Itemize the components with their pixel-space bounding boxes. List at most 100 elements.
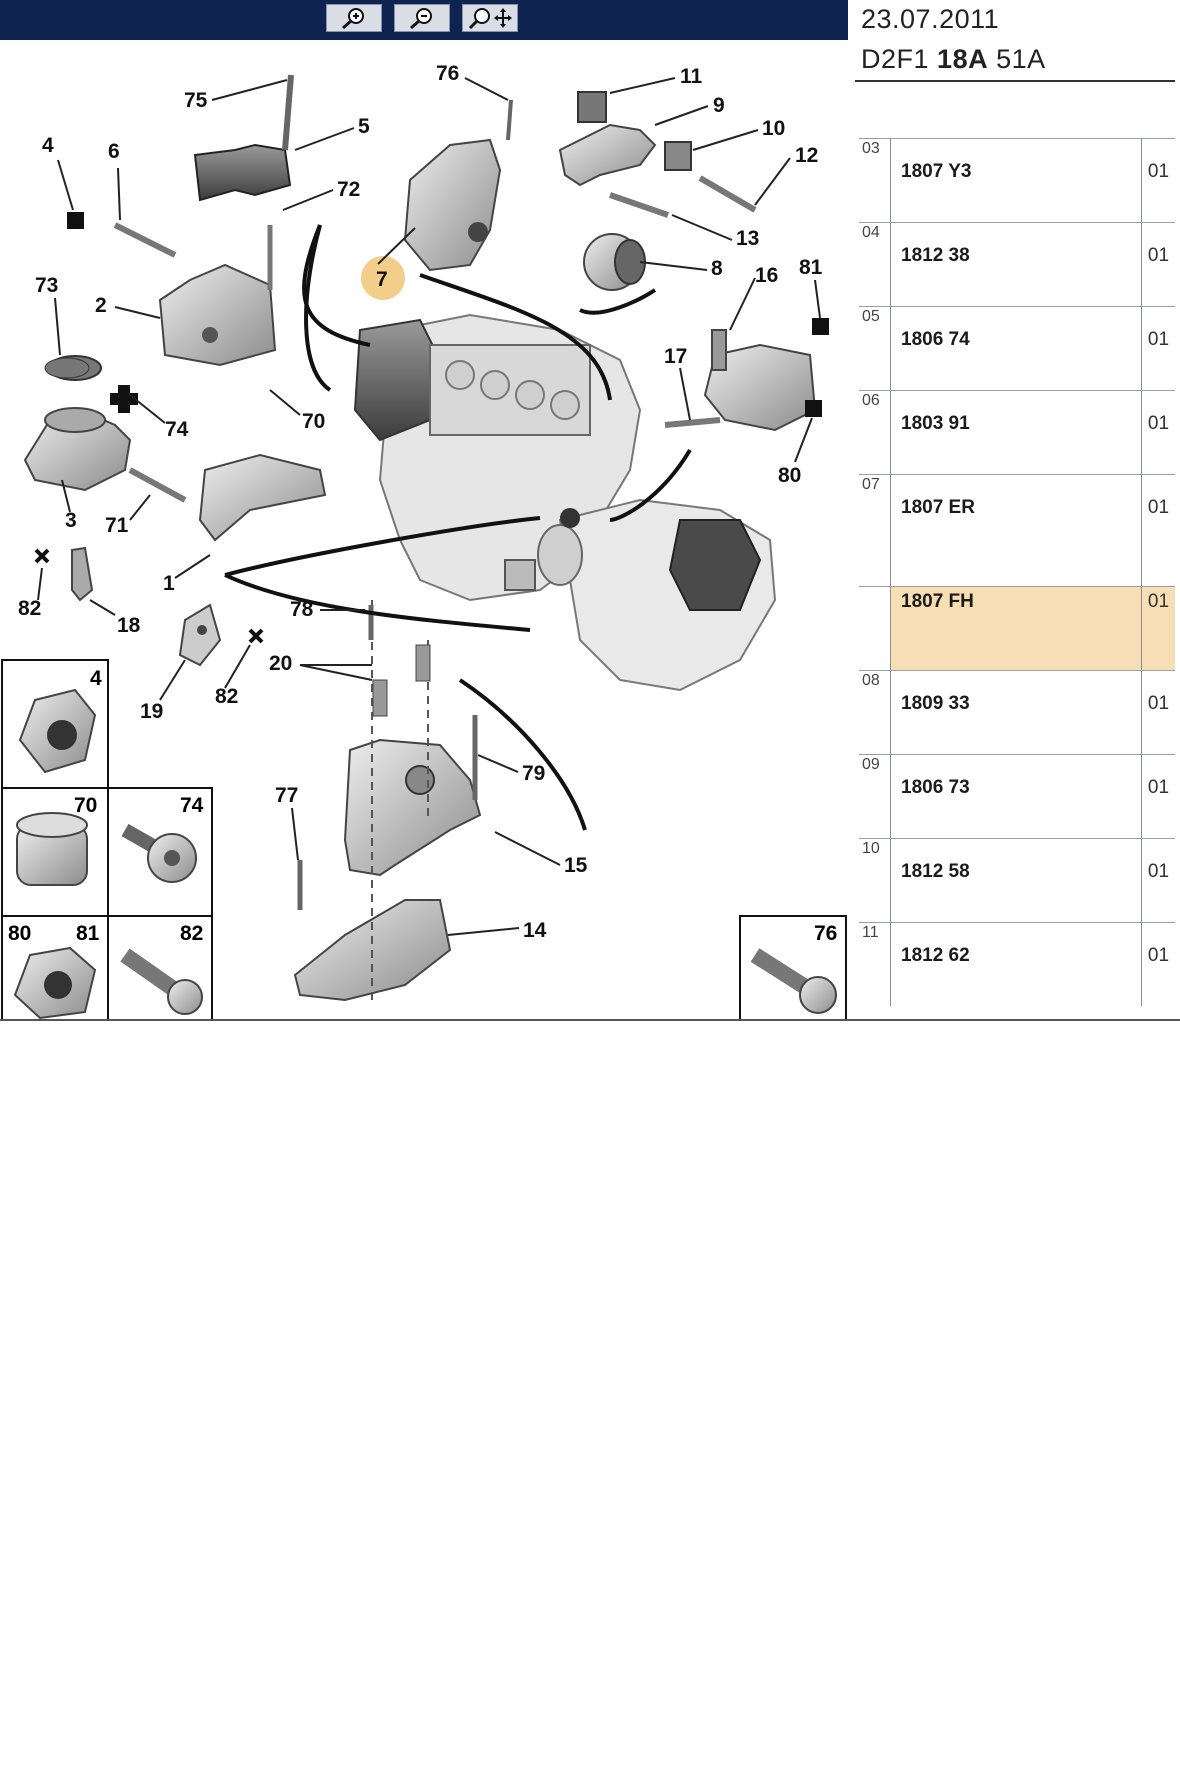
zoom-out-button[interactable]	[394, 4, 450, 32]
parts-table-row[interactable]: 03 1807 Y3 01	[859, 138, 1175, 222]
part-number[interactable]: 1812 58	[901, 861, 970, 882]
part-quantity: 01	[1141, 671, 1175, 754]
part-number[interactable]: 1807 Y3	[901, 161, 972, 182]
svg-text:76: 76	[436, 62, 459, 85]
svg-text:82: 82	[18, 597, 41, 620]
highlighted-callout-marker	[361, 256, 405, 300]
zoom-in-button[interactable]	[326, 4, 382, 32]
svg-text:4: 4	[42, 134, 54, 157]
svg-text:82: 82	[215, 685, 238, 708]
detail-box-82: 82	[107, 915, 213, 1020]
part-number[interactable]: 1812 38	[901, 245, 970, 266]
engine-assembly-illustration	[353, 313, 777, 692]
svg-text:14: 14	[523, 919, 547, 942]
svg-text:70: 70	[74, 794, 97, 817]
svg-text:82: 82	[180, 922, 203, 945]
detail-box-4: 4	[1, 659, 109, 789]
svg-text:3: 3	[65, 509, 77, 532]
svg-text:74: 74	[180, 794, 204, 817]
svg-text:80: 80	[8, 922, 31, 945]
row-index: 07	[859, 475, 891, 586]
part-quantity: 01	[1141, 923, 1175, 1006]
svg-text:19: 19	[140, 700, 163, 723]
row-index	[859, 587, 891, 670]
svg-text:9: 9	[713, 94, 725, 117]
zoom-pan-button[interactable]	[462, 4, 518, 32]
svg-text:6: 6	[108, 140, 120, 163]
svg-text:2: 2	[95, 294, 107, 317]
right-mount-parts	[664, 329, 817, 432]
svg-text:81: 81	[799, 256, 823, 279]
svg-text:10: 10	[762, 117, 785, 140]
callout-7[interactable]: 7	[376, 268, 388, 291]
reference-code-suffix: 51A	[996, 44, 1046, 74]
svg-text:73: 73	[35, 274, 58, 297]
reference-code-prefix: D2F1	[861, 44, 930, 74]
detail-box-70: 70	[1, 787, 109, 917]
svg-text:15: 15	[564, 854, 588, 877]
reference-code-bold: 18A	[937, 44, 989, 74]
assembly-guide-curves	[224, 224, 692, 831]
parts-table-row[interactable]: 11 1812 62 01	[859, 922, 1175, 1006]
parts-table-row[interactable]: 06 1803 91 01	[859, 390, 1175, 474]
zoom-out-icon	[410, 8, 432, 30]
part-number[interactable]: 1806 74	[901, 329, 970, 350]
row-index: 08	[859, 671, 891, 754]
row-index: 04	[859, 223, 891, 306]
svg-text:11: 11	[680, 65, 703, 88]
part-number[interactable]: 1806 73	[901, 777, 970, 798]
part-number[interactable]: 1803 91	[901, 413, 970, 434]
svg-text:71: 71	[105, 514, 129, 537]
parts-info-panel: 23.07.2011 D2F1 18A 51A 03 1807 Y3 01 04 181…	[855, 0, 1180, 1020]
part-quantity: 01	[1141, 755, 1175, 838]
row-index: 11	[859, 923, 891, 1006]
zoom-move-icon	[468, 8, 512, 30]
part-quantity: 01	[1141, 391, 1175, 474]
left-mount-parts	[23, 74, 327, 542]
parts-table-row[interactable]: 09 1806 73 01	[859, 754, 1175, 838]
svg-text:13: 13	[736, 227, 759, 250]
top-mount-parts	[403, 91, 757, 291]
zoom-in-icon	[342, 8, 364, 30]
row-index: 09	[859, 755, 891, 838]
svg-text:70: 70	[302, 410, 325, 433]
detail-box-80-81: 80 81	[1, 915, 109, 1020]
detail-box-76: 76	[739, 915, 847, 1020]
row-index: 06	[859, 391, 891, 474]
svg-text:4: 4	[90, 667, 102, 690]
reference-date: 23.07.2011	[861, 4, 1000, 34]
parts-table-row[interactable]: 07 1807 ER 01	[859, 474, 1175, 586]
parts-table-row[interactable]: 08 1809 33 01	[859, 670, 1175, 754]
callout-leader-lines	[37, 77, 821, 936]
part-quantity: 01	[1141, 475, 1175, 586]
part-number[interactable]: 1809 33	[901, 693, 970, 714]
svg-text:78: 78	[290, 598, 314, 621]
header-divider	[855, 80, 1175, 82]
svg-text:76: 76	[814, 922, 837, 945]
part-quantity: 01	[1141, 139, 1175, 222]
part-number[interactable]: 1807 FH	[901, 591, 974, 612]
part-number[interactable]: 1807 ER	[901, 497, 975, 518]
svg-text:74: 74	[165, 418, 189, 441]
detail-box-74: 74	[107, 787, 213, 917]
bottom-mount-parts	[293, 600, 482, 1005]
svg-text:72: 72	[337, 178, 360, 201]
row-index: 03	[859, 139, 891, 222]
svg-text:1: 1	[163, 572, 175, 595]
part-number[interactable]: 1812 62	[901, 945, 970, 966]
part-quantity: 01	[1141, 839, 1175, 922]
svg-text:8: 8	[711, 257, 723, 280]
svg-text:81: 81	[76, 922, 100, 945]
diagram-toolbar	[0, 0, 848, 40]
svg-text:20: 20	[269, 652, 292, 675]
svg-text:80: 80	[778, 464, 801, 487]
reference-code: D2F1 18A 51A	[861, 44, 1046, 75]
svg-text:77: 77	[275, 784, 298, 807]
